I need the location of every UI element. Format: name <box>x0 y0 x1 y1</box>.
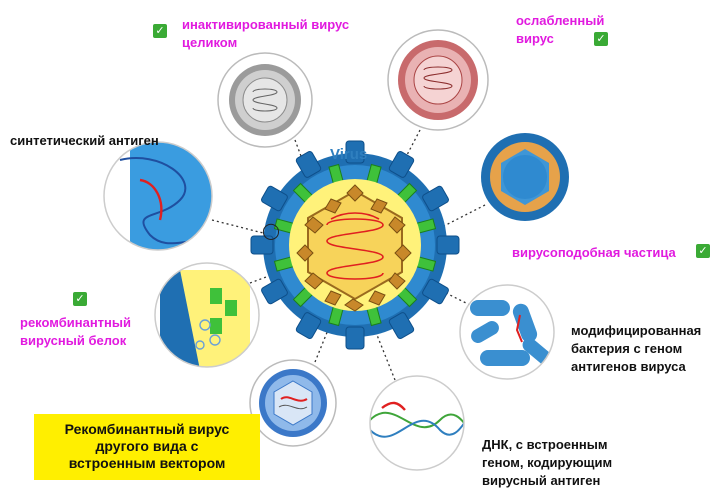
center-virus-title: Virus <box>330 146 368 163</box>
check-icon: ✓ <box>594 32 608 46</box>
check-icon: ✓ <box>153 24 167 38</box>
label-inactivated-line2: целиком <box>182 35 238 50</box>
label-dna-line2: геном, кодирующим <box>482 455 613 470</box>
label-vector-line2: другого вида с <box>95 438 199 454</box>
label-vector-line1: Рекомбинантный вирус <box>64 421 230 437</box>
label-modified-bacteria-line3: антигенов вируса <box>571 359 686 374</box>
label-modified-bacteria-line1: модифицированная <box>571 323 702 338</box>
virus-like-particle-icon <box>481 133 569 221</box>
inactivated-virus-icon <box>217 52 313 148</box>
synthetic-antigen-icon <box>103 141 213 251</box>
label-virus-like-particle: вирусоподобная частица <box>512 245 676 260</box>
svg-text:◯: ◯ <box>262 223 280 240</box>
central-virus-icon <box>250 140 460 350</box>
label-vector-line3: встроенным вектором <box>68 455 226 471</box>
vector-virus-icon <box>249 359 337 447</box>
label-attenuated-line2: вирус <box>516 31 554 46</box>
check-icon: ✓ <box>696 244 710 258</box>
label-dna-line1: ДНК, с встроенным <box>482 437 608 452</box>
recombinant-protein-icon <box>154 262 260 368</box>
label-recombinant-protein-line2: вирусный белок <box>20 333 127 348</box>
dna-helix-icon <box>369 375 465 471</box>
attenuated-virus-icon <box>387 29 489 131</box>
label-recombinant-protein-line1: рекомбинантный <box>20 315 131 330</box>
label-attenuated-line1: ослабленный <box>516 13 605 28</box>
vector-virus-label-box: Рекомбинантный вирус другого вида с встр… <box>34 414 260 480</box>
label-inactivated-line1: инактивированный вирус <box>182 17 350 32</box>
check-icon: ✓ <box>73 292 87 306</box>
bacteria-icon <box>459 284 555 380</box>
label-dna-line3: вирусный антиген <box>482 473 601 488</box>
label-modified-bacteria-line2: бактерия с геном <box>571 341 683 356</box>
label-synthetic-antigen: синтетический антиген <box>10 133 159 148</box>
